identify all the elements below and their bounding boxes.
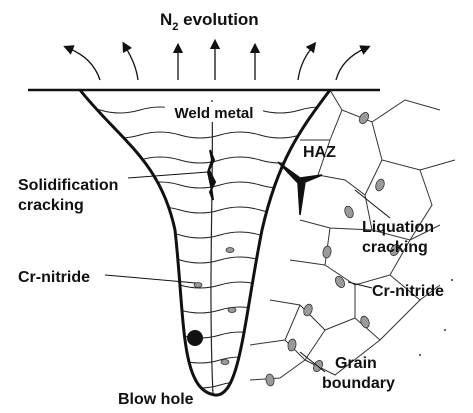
cr-nitride-precipitate [228, 308, 236, 313]
leader-lines [105, 172, 390, 372]
cr-nitride-precipitate [226, 248, 234, 253]
cr-nitride-precipitate [334, 275, 347, 289]
cr-nitride-precipitate [343, 205, 355, 219]
cr-nitride-precipitate [359, 315, 371, 329]
gas-arrow [68, 48, 100, 80]
cr-nitride-right-label: Cr-nitride [372, 283, 444, 300]
title: N2 evolution [160, 10, 259, 33]
gas-arrow [298, 46, 313, 80]
liquation-crack [278, 162, 322, 215]
weld-columnar-grains [60, 100, 340, 395]
gas-arrow [336, 48, 366, 80]
haz-label: HAZ [303, 144, 336, 161]
blow-hole-label: Blow hole [118, 391, 194, 408]
cr-nitride-precipitate [358, 111, 371, 125]
liquation-line-1: Liquation [362, 219, 434, 236]
title-symbol: N [160, 10, 172, 29]
cr-nitride-left-leader [105, 275, 196, 283]
cr-nitride-precipitate [322, 245, 332, 258]
gas-arrow [125, 46, 138, 80]
grain-line-2: boundary [322, 375, 395, 392]
cr-nitride-precipitate [302, 303, 314, 317]
gas-evolution-arrows [68, 44, 366, 80]
cr-nitride-precipitate [374, 178, 386, 192]
weld-metal-label: Weld metal [175, 105, 254, 122]
title-rest: evolution [178, 10, 258, 29]
cr-nitride-precipitate [287, 338, 297, 351]
weld-cr-nitride-precipitates [194, 248, 236, 365]
cr-nitride-precipitate [221, 360, 229, 365]
liquation-line-2: cracking [362, 239, 428, 256]
liquation-leader [355, 190, 390, 218]
solidification-cracking-label: Solidification cracking [18, 177, 123, 214]
cr-nitride-left-label: Cr-nitride [18, 269, 90, 286]
solidification-line-2: cracking [18, 197, 84, 214]
solidification-line-1: Solidification [18, 177, 118, 194]
cr-nitride-precipitate [265, 373, 275, 386]
solidification-crack [208, 150, 215, 200]
cr-nitride-right-leader [348, 282, 372, 288]
blow-hole [187, 330, 203, 346]
grain-line-1: Grain [335, 355, 377, 372]
solidification-leader [128, 172, 208, 178]
